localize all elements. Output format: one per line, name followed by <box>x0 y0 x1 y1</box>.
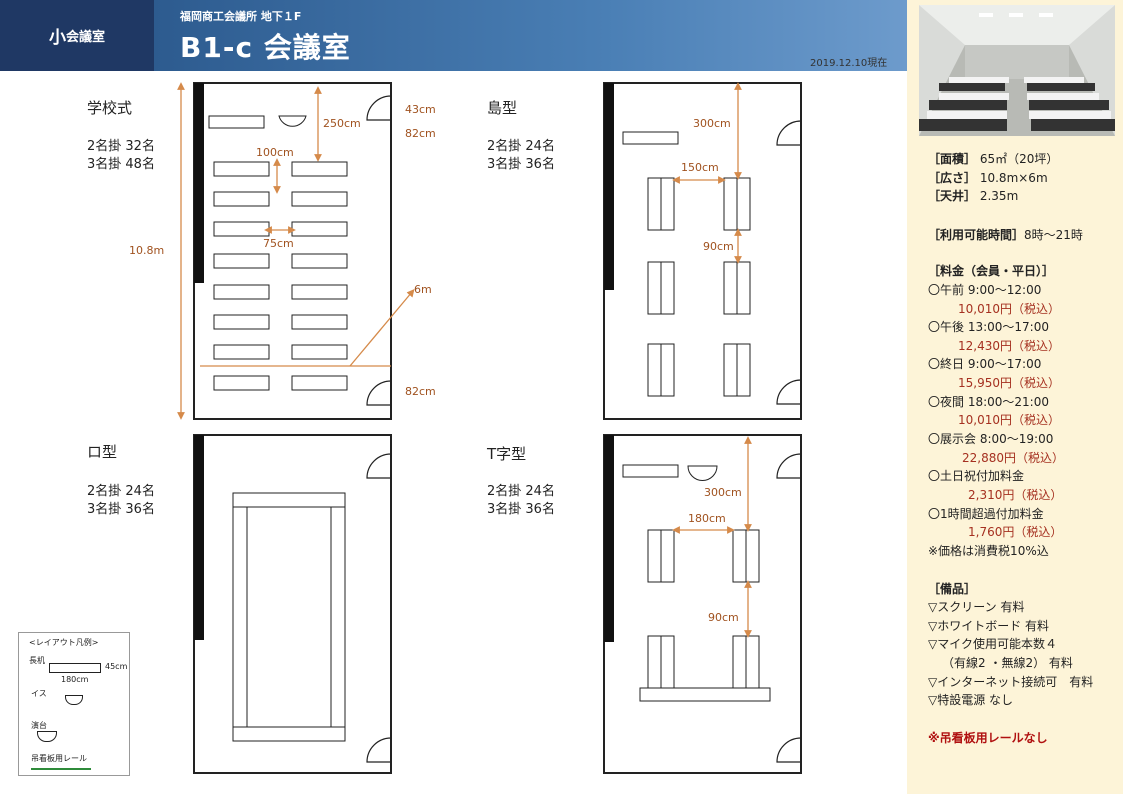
tshape-capacity-3: 3名掛 36名 <box>487 502 555 517</box>
equipment-item: ▽インターネット接続可 有料 <box>928 675 1094 689</box>
legend-chair-shape <box>65 695 83 705</box>
hours-value: 8時～21時 <box>1024 228 1083 242</box>
layout-name-school: 学校式 <box>87 99 133 117</box>
school-capacity-2: 2名掛 32名 <box>87 139 155 154</box>
legend-chair-label: イス <box>31 689 47 698</box>
fee-price: 15,950円（税込） <box>958 376 1060 390</box>
dim-90-t: 90cm <box>708 611 739 624</box>
area-label: ［面積］ <box>928 152 977 166</box>
ceiling-value: 2.35m <box>979 189 1019 203</box>
square-capacity-3: 3名掛 36名 <box>87 502 155 517</box>
dim-length: 10.8m <box>129 244 165 257</box>
fee-name: 〇展示会 8:00～19:00 <box>928 432 1054 446</box>
badge-big: 小 <box>48 28 66 48</box>
equipment-title: ［備品］ <box>928 582 977 596</box>
fee-name: 〇1時間超過付加料金 <box>928 507 1044 521</box>
dim-250: 250cm <box>323 117 361 130</box>
legend-desk-shape <box>49 663 101 673</box>
revision-date: 2019.12.10現在 <box>810 58 888 69</box>
plan-square <box>193 434 392 774</box>
equipment-item: （有線2 ・無線2） 有料 <box>942 656 1073 670</box>
dim-width: 6m <box>414 283 432 296</box>
fee-price: 10,010円（税込） <box>958 413 1060 427</box>
legend-rail-line <box>31 768 91 770</box>
legend-podium-label: 演台 <box>31 721 47 730</box>
fee-name: 〇終日 9:00～17:00 <box>928 357 1042 371</box>
size-value: 10.8m×6m <box>979 171 1048 185</box>
island-capacity-3: 3名掛 36名 <box>487 157 555 172</box>
plan-tshape <box>603 434 802 774</box>
fee-price: 12,430円（税込） <box>958 339 1060 353</box>
equipment-item: ▽ホワイトボード 有料 <box>928 619 1050 633</box>
layout-legend: <レイアウト凡例> 長机 45cm 180cm イス 演台 吊看板用レール <box>18 632 130 776</box>
fee-price: 10,010円（税込） <box>958 302 1060 316</box>
room-size-badge: 小会議室 <box>0 0 154 71</box>
ceiling-label: ［天井］ <box>928 189 977 203</box>
fee-name: 〇午前 9:00～12:00 <box>928 283 1042 297</box>
square-capacity-2: 2名掛 24名 <box>87 484 155 499</box>
legend-desk-width: 180cm <box>61 675 89 684</box>
floor-plans <box>177 82 802 774</box>
equipment-item: ▽マイク使用可能本数４ <box>928 637 1057 651</box>
legend-rail-label: 吊看板用レール <box>31 754 87 763</box>
badge-small: 会議室 <box>65 30 105 45</box>
dim-75: 75cm <box>263 237 294 250</box>
legend-desk-label: 長机 <box>29 656 45 665</box>
dim-82-top: 82cm <box>405 127 436 140</box>
fees-title: ［料金（会員・平日）］ <box>928 264 1055 278</box>
size-label: ［広さ］ <box>928 171 977 185</box>
school-capacity-3: 3名掛 48名 <box>87 157 155 172</box>
fee-name: 〇午後 13:00～17:00 <box>928 320 1049 334</box>
page-title: B1-c 会議室 <box>180 31 351 64</box>
equipment-item: ▽スクリーン 有料 <box>928 600 1025 614</box>
fee-name: 〇夜間 18:00～21:00 <box>928 395 1049 409</box>
legend-title: <レイアウト凡例> <box>29 638 99 647</box>
layout-name-tshape: T字型 <box>487 445 527 463</box>
tshape-capacity-2: 2名掛 24名 <box>487 484 555 499</box>
equipment-item: ▽特設電源 なし <box>928 693 1014 707</box>
header-subtitle: 福岡商工会議所 地下１F <box>180 10 302 23</box>
dim-300-island: 300cm <box>693 117 731 130</box>
dim-300-t: 300cm <box>704 486 742 499</box>
island-capacity-2: 2名掛 24名 <box>487 139 555 154</box>
rail-warning: ※吊看板用レールなし <box>928 731 1048 745</box>
layout-name-square: ロ型 <box>87 443 118 461</box>
layout-name-island: 島型 <box>487 99 518 117</box>
dim-180: 180cm <box>688 512 726 525</box>
dim-82-bottom: 82cm <box>405 385 436 398</box>
fee-price: 22,880円（税込） <box>962 451 1064 465</box>
legend-desk-height: 45cm <box>105 662 128 671</box>
legend-podium-shape <box>37 731 57 742</box>
fee-price: 2,310円（税込） <box>968 488 1063 502</box>
fee-price: 1,760円（税込） <box>968 525 1063 539</box>
room-photo <box>919 5 1115 136</box>
dim-150: 150cm <box>681 161 719 174</box>
dim-43: 43cm <box>405 103 436 116</box>
dim-100: 100cm <box>256 146 294 159</box>
area-value: 65㎡（20坪） <box>979 152 1059 166</box>
tax-note: ※価格は消費税10%込 <box>928 544 1049 558</box>
dim-90-island: 90cm <box>703 240 734 253</box>
hours-label: ［利用可能時間］ <box>928 228 1025 242</box>
header-bar: 福岡商工会議所 地下１F B1-c 会議室 <box>154 0 907 71</box>
fee-name: 〇土日祝付加料金 <box>928 469 1025 483</box>
plan-school <box>193 82 392 420</box>
